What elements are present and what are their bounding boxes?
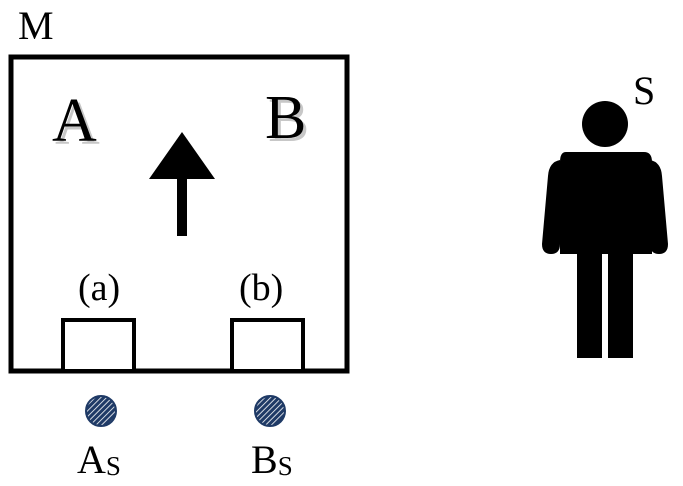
person-icon: [542, 101, 668, 358]
region-b-shadow: B: [268, 87, 309, 155]
source-b-label: BS: [251, 437, 293, 482]
subject-label: S: [633, 68, 655, 113]
slot-b: [230, 318, 305, 373]
slot-a-label: (a): [78, 267, 120, 309]
source-a-marker: [85, 395, 117, 427]
source-a-main: A: [77, 437, 106, 482]
region-a-shadow: A: [55, 90, 100, 158]
source-b-marker: [254, 395, 286, 427]
machine-box: [8, 54, 350, 374]
region-a-label: A: [52, 87, 97, 155]
slot-b-label: (b): [239, 267, 283, 309]
source-a-sub: S: [106, 451, 121, 481]
source-b-main: B: [251, 437, 278, 482]
region-b-label: B: [265, 84, 306, 152]
slot-a: [61, 318, 136, 373]
arrow-up-icon: [149, 132, 215, 236]
source-b-sub: S: [278, 451, 293, 481]
source-a-label: AS: [77, 437, 121, 482]
machine-label: M: [18, 3, 54, 48]
